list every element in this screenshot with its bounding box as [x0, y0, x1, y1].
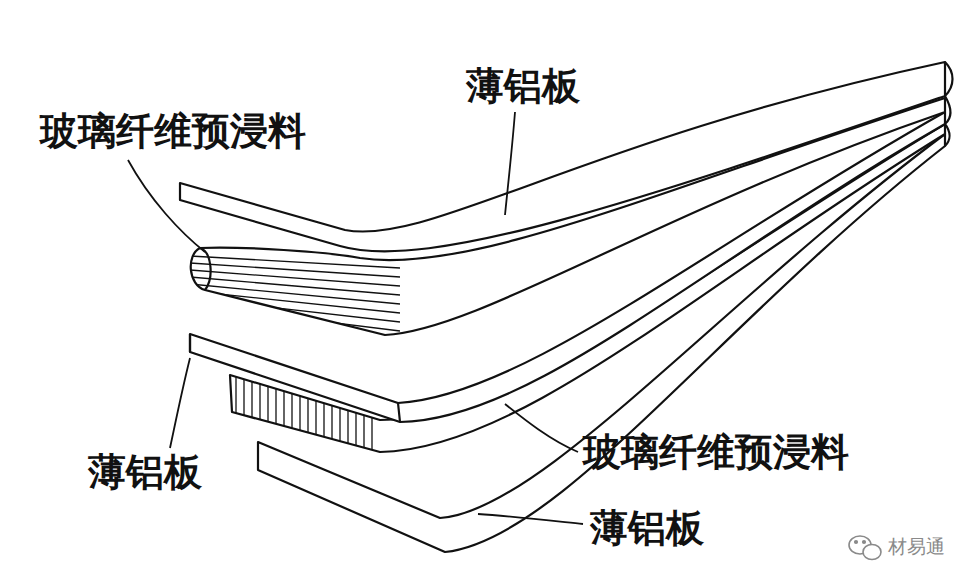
upper-prepreg-fibres [190, 256, 400, 340]
part-label: 玻璃纤维预浸料 [40, 109, 306, 153]
top-aluminium-sheet [180, 62, 945, 251]
part-label: 薄铝板 [466, 64, 580, 108]
part-label: 薄铝板 [88, 450, 202, 494]
part-label: 玻璃纤维预浸料 [583, 432, 849, 474]
part-label: 玻璃纤维预浸料 [583, 430, 849, 474]
watermark: 材易通 [888, 536, 945, 557]
watermark-icon [849, 536, 881, 560]
part-label: 薄铝板 [466, 66, 580, 108]
part-label: 薄铝板 [88, 452, 202, 494]
watermark: 材易通 [888, 535, 945, 557]
part-label: 薄铝板 [590, 506, 704, 550]
part-label: 薄铝板 [590, 508, 704, 550]
part-label: 玻璃纤维预浸料 [40, 111, 306, 153]
